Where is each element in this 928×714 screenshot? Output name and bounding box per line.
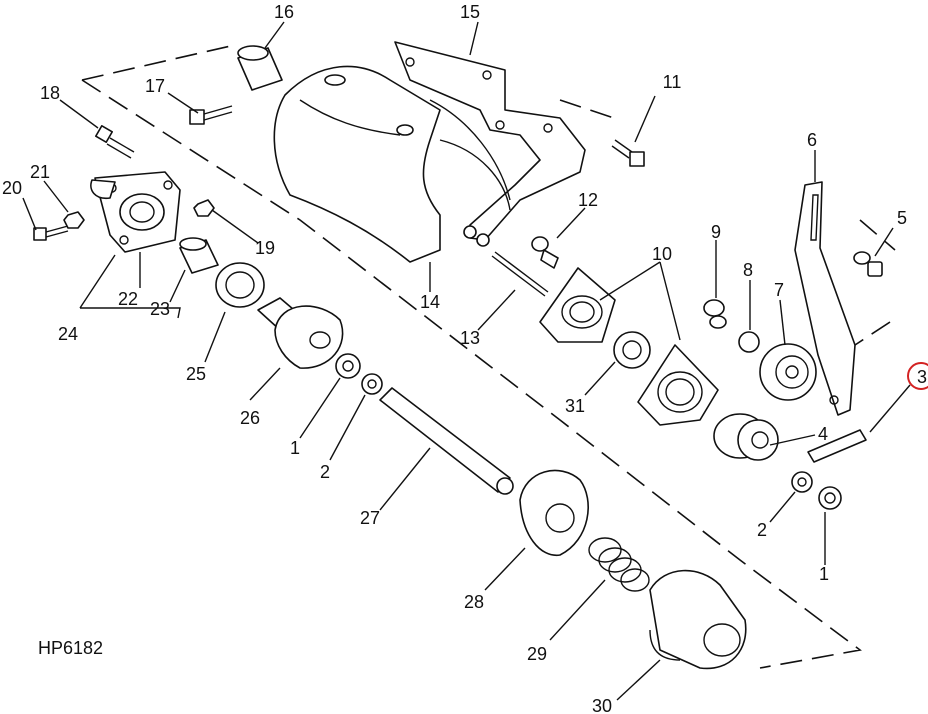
callout-3-highlight — [907, 362, 928, 390]
callout-16: 16 — [274, 2, 294, 22]
callout-4: 4 — [818, 424, 828, 444]
callout-15: 15 — [460, 2, 480, 22]
part-1-nut-right[interactable] — [818, 486, 842, 510]
callout-18: 18 — [40, 83, 60, 103]
figure-code: HP6182 — [38, 638, 103, 658]
callout-5: 5 — [897, 208, 907, 228]
part-10-flange-lower[interactable] — [637, 344, 719, 426]
part-22-flange[interactable] — [90, 171, 181, 253]
part-10-flange-upper[interactable] — [539, 267, 616, 343]
part-3-bolt[interactable] — [807, 429, 867, 463]
callout-27: 27 — [360, 508, 380, 528]
part-7-sprocket[interactable] — [759, 343, 817, 401]
part-13-pin[interactable] — [491, 251, 549, 297]
callout-26: 26 — [240, 408, 260, 428]
part-5-bolt[interactable] — [853, 251, 883, 277]
callout-6: 6 — [807, 130, 817, 150]
callout-21: 21 — [30, 162, 50, 182]
part-14-housing[interactable] — [273, 65, 511, 263]
callout-8: 8 — [743, 260, 753, 280]
part-23-bushing[interactable] — [179, 237, 219, 274]
callout-3: 3 — [917, 367, 927, 387]
callout-10: 10 — [652, 244, 672, 264]
part-16-bushing[interactable] — [237, 45, 283, 91]
callout-2-right: 2 — [757, 520, 767, 540]
callout-14: 14 — [420, 292, 440, 312]
callout-25: 25 — [186, 364, 206, 384]
assembly-boundary — [81, 44, 896, 669]
callout-9: 9 — [711, 222, 721, 242]
part-8-spacer[interactable] — [738, 331, 760, 353]
part-20-bolt[interactable] — [33, 225, 69, 241]
part-4-sprocket[interactable] — [713, 413, 779, 461]
part-2-washer-right[interactable] — [791, 471, 813, 493]
callout-28: 28 — [464, 592, 484, 612]
callout-1-left: 1 — [290, 438, 300, 458]
callout-31: 31 — [565, 396, 585, 416]
part-17-bolt[interactable] — [189, 105, 233, 125]
part-26-cam[interactable] — [257, 297, 344, 369]
part-25-seal[interactable] — [215, 262, 265, 308]
part-28-cam-plate[interactable] — [519, 469, 589, 556]
part-2-washer-left[interactable] — [361, 373, 383, 395]
callout-22: 22 — [118, 289, 138, 309]
callout-12: 12 — [578, 190, 598, 210]
callout-17: 17 — [145, 76, 165, 96]
callout-11: 11 — [663, 72, 682, 92]
part-27-shaft[interactable] — [379, 387, 514, 495]
callout-29: 29 — [527, 644, 547, 664]
callout-2-left: 2 — [320, 462, 330, 482]
part-31-bearing[interactable] — [613, 331, 651, 369]
part-30-housing[interactable] — [649, 569, 747, 670]
part-29-spring[interactable] — [588, 537, 650, 592]
part-9-bolt[interactable] — [703, 299, 727, 329]
callout-7: 7 — [774, 280, 784, 300]
callout-1-right: 1 — [819, 564, 829, 584]
part-6-arm[interactable] — [794, 181, 856, 416]
callout-30: 30 — [592, 696, 612, 714]
callout-23: 23 — [150, 299, 170, 319]
callout-19: 19 — [255, 238, 275, 258]
callout-20: 20 — [2, 178, 22, 198]
part-11-bolt[interactable] — [611, 139, 645, 167]
part-1-nut-left[interactable] — [335, 353, 361, 379]
part-15-bracket[interactable] — [394, 41, 586, 247]
leader-lines — [22, 21, 911, 701]
part-12-bolt[interactable] — [531, 236, 559, 269]
callout-13: 13 — [460, 328, 480, 348]
part-19-nut[interactable] — [193, 199, 215, 217]
part-18-bolt[interactable] — [95, 125, 135, 159]
callout-24: 24 — [58, 324, 78, 344]
part-21-nut[interactable] — [63, 211, 85, 229]
